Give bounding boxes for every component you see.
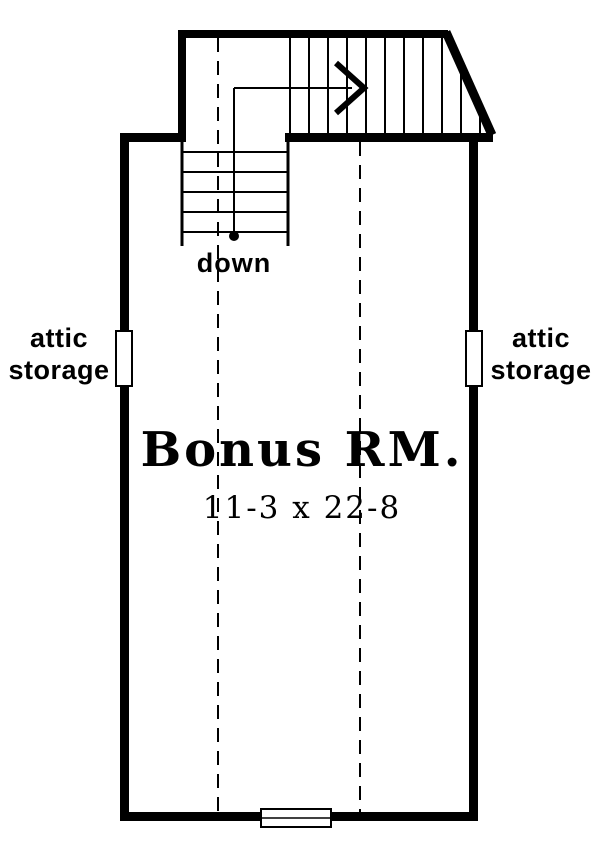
attic-storage-label-right: attic storage xyxy=(482,322,600,386)
wall-left-upper xyxy=(120,133,129,330)
room-dimensions-label: 11-3 x 22-8 xyxy=(202,490,402,526)
wall-roof-diagonal xyxy=(441,30,497,137)
wall-top-right-segment xyxy=(285,133,493,142)
wall-right-lower xyxy=(469,387,478,821)
stair-direction-arrow xyxy=(229,60,369,241)
attic-access-panels xyxy=(115,330,483,387)
room-name-label: Bonus RM. xyxy=(140,422,464,478)
wall-stair-left xyxy=(178,30,186,142)
attic-storage-label-left: attic storage xyxy=(0,322,118,386)
attic-access-left xyxy=(115,330,133,387)
attic-storage-left-line2: storage xyxy=(8,355,110,385)
ceiling-break-lines xyxy=(217,38,361,812)
bottom-vent xyxy=(260,808,332,828)
attic-storage-right-line1: attic xyxy=(511,323,571,353)
attic-storage-right-line2: storage xyxy=(490,355,592,385)
wall-left-lower xyxy=(120,387,129,821)
wall-top-left-segment xyxy=(120,133,186,142)
stairs-down-label: down xyxy=(196,248,272,278)
attic-storage-left-line1: attic xyxy=(29,323,89,353)
direction-start-dot xyxy=(229,231,239,241)
attic-access-right xyxy=(465,330,483,387)
arrow-head-icon xyxy=(334,60,369,116)
wall-stair-top xyxy=(178,30,448,38)
stair-treads-upper xyxy=(289,38,481,133)
wall-right-upper xyxy=(469,133,478,330)
